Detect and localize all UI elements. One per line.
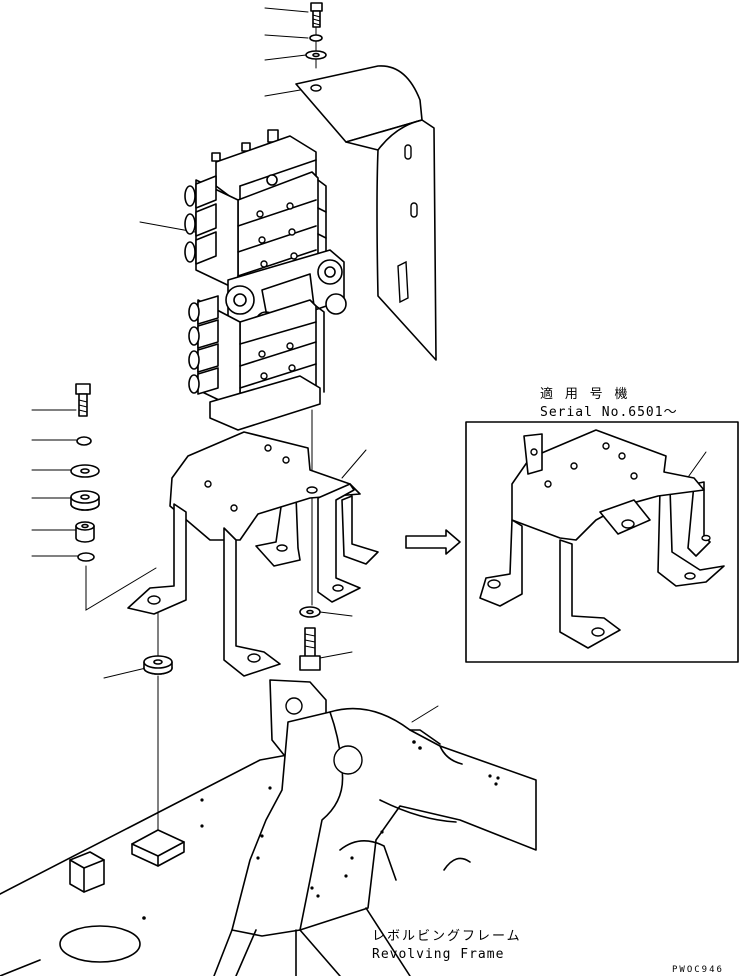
serial-note-jp: 適 用 号 機 (540, 386, 629, 402)
flat-washer (305, 50, 327, 60)
spring-washer (76, 436, 92, 446)
drawing-code: PWOC946 (672, 965, 724, 975)
bolt (75, 383, 91, 417)
shim (77, 552, 95, 562)
revolving-frame (0, 679, 537, 976)
washer (299, 606, 321, 618)
valve-bracket (127, 431, 379, 677)
spring-washer (309, 34, 323, 42)
collar (75, 521, 95, 543)
cover-bracket (295, 65, 437, 361)
frame-label-en: Revolving Frame (372, 947, 504, 962)
detail-box (465, 421, 739, 663)
serial-note-en: Serial No.6501～ (540, 405, 678, 420)
flat-washer (70, 464, 100, 478)
detail-bracket (479, 429, 725, 649)
spacer-washer (143, 655, 173, 675)
control-valve (184, 129, 347, 431)
arrow-icon (405, 529, 461, 555)
frame-label-jp: レボルビングフレーム (372, 929, 522, 944)
bolt (299, 627, 321, 671)
top-bolt (310, 2, 323, 28)
thick-washer (70, 490, 100, 511)
